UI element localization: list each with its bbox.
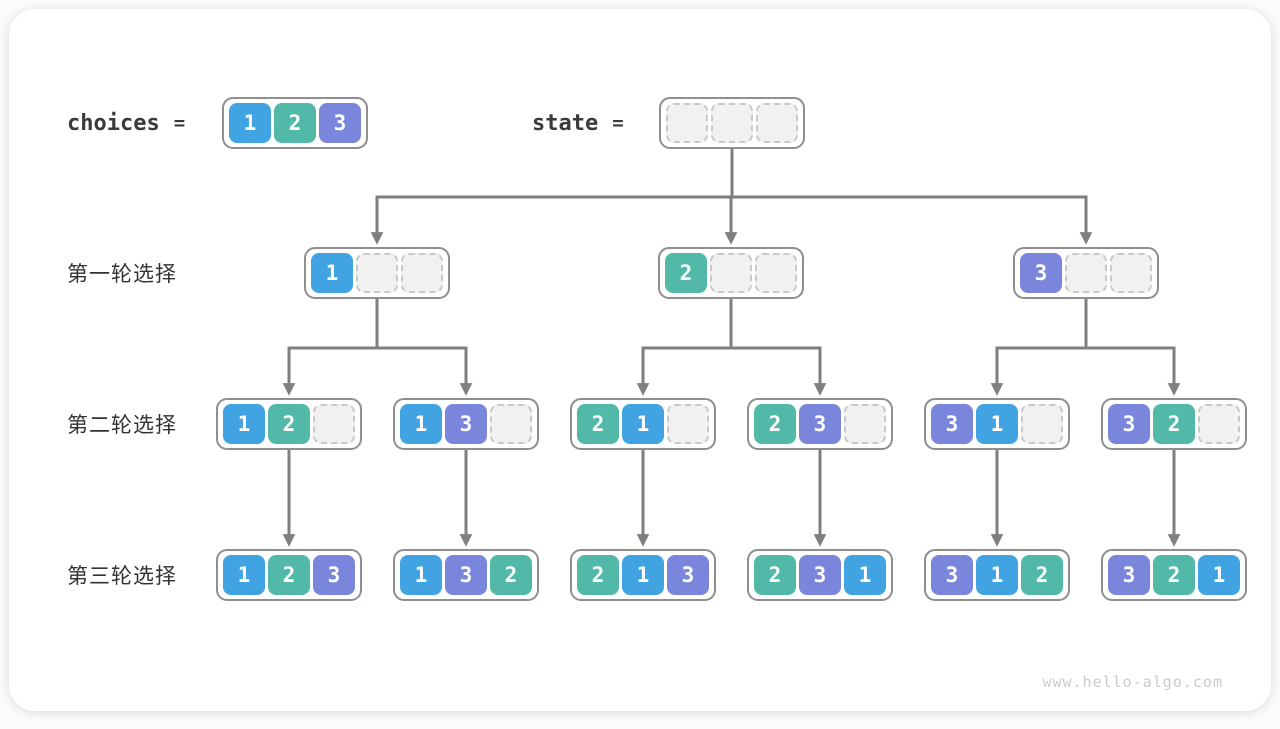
row-label-round-3: 第三轮选择: [67, 565, 177, 588]
value-cell-1: 1: [311, 253, 353, 293]
value-cell-3: 3: [799, 555, 841, 595]
empty-cell: [667, 404, 709, 444]
choices-declaration: choices =: [67, 97, 185, 149]
value-cell-3: 3: [667, 555, 709, 595]
state-label: state: [532, 110, 599, 136]
empty-cell: [710, 253, 752, 293]
empty-cell: [1198, 404, 1240, 444]
round1-node-3: 3: [1013, 247, 1159, 299]
empty-cell: [1110, 253, 1152, 293]
value-cell-3: 3: [1020, 253, 1062, 293]
empty-cell: [490, 404, 532, 444]
value-cell-3: 3: [313, 555, 355, 595]
watermark: www.hello-algo.com: [1042, 673, 1223, 691]
empty-cell: [1065, 253, 1107, 293]
round1-node-1: 1: [304, 247, 450, 299]
value-cell-1: 1: [223, 404, 265, 444]
state-equals-sign: =: [612, 112, 624, 134]
value-cell-2: 2: [577, 404, 619, 444]
value-cell-3: 3: [319, 103, 361, 143]
empty-cell: [401, 253, 443, 293]
value-cell-1: 1: [229, 103, 271, 143]
value-cell-1: 1: [400, 404, 442, 444]
value-cell-1: 1: [223, 555, 265, 595]
value-cell-2: 2: [577, 555, 619, 595]
value-cell-3: 3: [799, 404, 841, 444]
row-label-round-2: 第二轮选择: [67, 414, 177, 437]
value-cell-1: 1: [622, 555, 664, 595]
value-cell-1: 1: [400, 555, 442, 595]
value-cell-2: 2: [268, 404, 310, 444]
round1-node-2: 2: [658, 247, 804, 299]
empty-cell: [356, 253, 398, 293]
value-cell-3: 3: [931, 404, 973, 444]
empty-cell: [756, 103, 798, 143]
value-cell-2: 2: [754, 404, 796, 444]
value-cell-1: 1: [622, 404, 664, 444]
tree-connectors: [282, 147, 1181, 547]
empty-cell: [844, 404, 886, 444]
empty-cell: [1021, 404, 1063, 444]
value-cell-2: 2: [754, 555, 796, 595]
choices-equals-sign: =: [173, 112, 186, 134]
empty-cell: [755, 253, 797, 293]
row-label-round-1: 第一轮选择: [67, 263, 177, 286]
value-cell-2: 2: [665, 253, 707, 293]
value-cell-3: 3: [931, 555, 973, 595]
value-cell-1: 1: [976, 555, 1018, 595]
value-cell-3: 3: [445, 555, 487, 595]
value-cell-3: 3: [445, 404, 487, 444]
value-cell-2: 2: [1153, 555, 1195, 595]
value-cell-3: 3: [1108, 404, 1150, 444]
value-cell-2: 2: [268, 555, 310, 595]
value-cell-2: 2: [1021, 555, 1063, 595]
state-declaration: state =: [532, 97, 624, 149]
value-cell-2: 2: [274, 103, 316, 143]
choices-label: choices: [67, 110, 160, 136]
empty-cell: [313, 404, 355, 444]
value-cell-2: 2: [1153, 404, 1195, 444]
value-cell-1: 1: [976, 404, 1018, 444]
value-cell-3: 3: [1108, 555, 1150, 595]
empty-cell: [666, 103, 708, 143]
value-cell-1: 1: [844, 555, 886, 595]
empty-cell: [711, 103, 753, 143]
state-array: [659, 97, 805, 149]
value-cell-1: 1: [1198, 555, 1240, 595]
value-cell-2: 2: [490, 555, 532, 595]
